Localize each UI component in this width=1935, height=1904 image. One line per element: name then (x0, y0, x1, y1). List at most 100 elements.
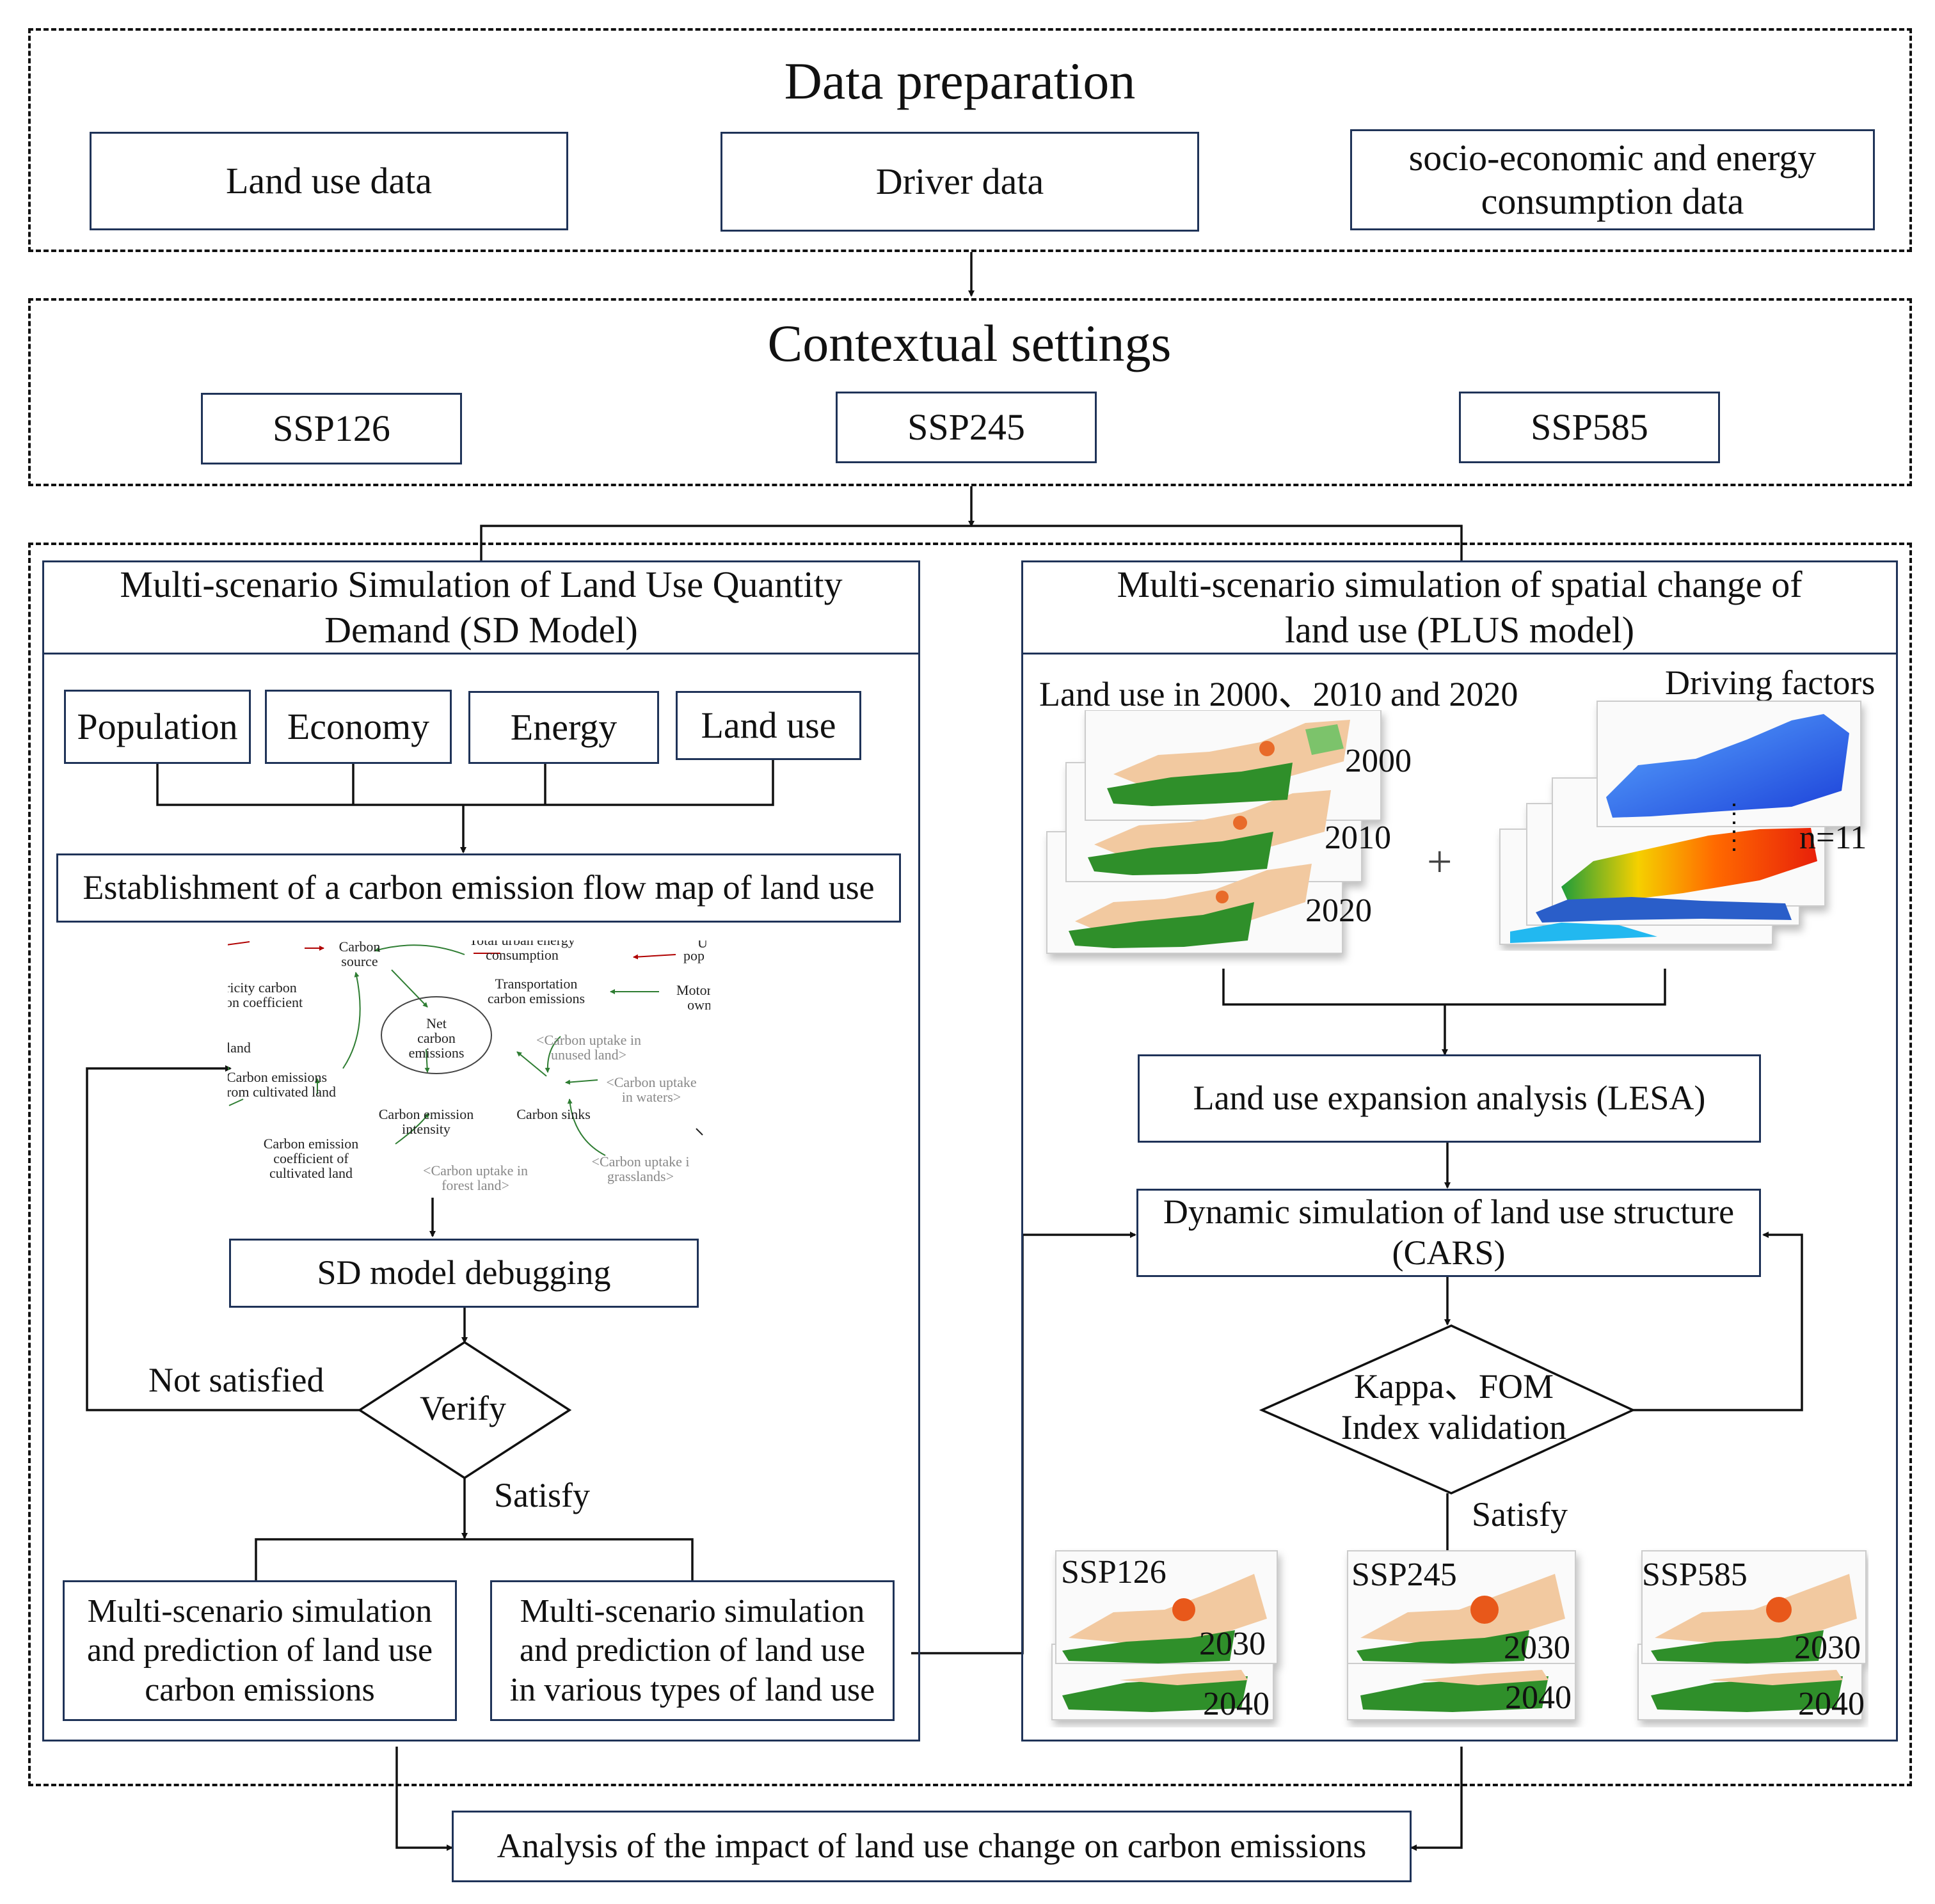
emission-cultivated-l2: rom cultivated land (228, 1084, 337, 1100)
out1-l2: and prediction of land use (86, 1632, 433, 1669)
sd-title-line1: Multi-scenario Simulation of Land Use Qu… (120, 563, 843, 605)
carbon-source-node: Carbon source (328, 940, 392, 969)
socio-label-line1: socio-economic and energy (1408, 136, 1817, 178)
net-carbon-ellipse (381, 996, 492, 1074)
data-preparation-group (28, 28, 1912, 252)
coefficient-l1: Carbon emission (263, 1136, 359, 1152)
carbon-emissions-output-box: Multi-scenario simulation and prediction… (63, 1580, 457, 1721)
establishment-label: Establishment of a carbon emission flow … (83, 868, 875, 907)
kappa-l1: Kappa、FOM (1354, 1367, 1554, 1406)
year-2020-label: 2020 (1305, 892, 1372, 929)
cars-l2: (CARS) (1392, 1234, 1506, 1272)
total-urban-l1: Total urban energy (452, 940, 593, 948)
plus-panel-title: Multi-scenario simulation of spatial cha… (1023, 562, 1896, 654)
plus-title-line1: Multi-scenario simulation of spatial cha… (1117, 563, 1803, 605)
motor-node: Motor own (660, 983, 710, 1012)
lesa-label: Land use expansion analysis (LESA) (1193, 1079, 1706, 1118)
scenario-ssp245-label: SSP245 (1351, 1557, 1457, 1593)
scenario-ssp126-label: SSP126 (1061, 1554, 1167, 1591)
out1-l1: Multi-scenario simulation (87, 1592, 433, 1630)
contextual-settings-group (28, 298, 1912, 486)
transportation-l1: Transportation (495, 976, 578, 992)
land-use-driver-label: Land use (701, 704, 836, 746)
plus-model-panel: Multi-scenario simulation of spatial cha… (1021, 560, 1898, 1741)
driver-data-label: Driver data (875, 160, 1044, 202)
coefficient-l3: cultivated land (269, 1165, 353, 1182)
scenario-maps (1051, 1550, 1867, 1720)
uptake-unused-node: <Carbon uptake in unused land> (506, 1033, 672, 1062)
cars-l1: Dynamic simulation of land use structure (1163, 1193, 1735, 1232)
driving-factors-stack (1499, 701, 1861, 945)
verify-label: Verify (420, 1389, 506, 1427)
land-fragment: land (228, 1040, 251, 1056)
emission-cultivated-l1: Carbon emissions (228, 1069, 328, 1085)
map-2020-terrain (1069, 864, 1312, 948)
uptake-grass-node: <Carbon uptake i grasslands> (567, 1154, 710, 1184)
emission-cultivated-node: Carbon emissions rom cultivated land (228, 1070, 336, 1099)
electricity-node: ricity carbon on coefficient (228, 980, 303, 1010)
uptake-forest-l1: <Carbon uptake in (423, 1162, 528, 1178)
uptake-unused-l1: <Carbon uptake in (536, 1032, 641, 1048)
map-2010-terrain (1088, 790, 1331, 875)
land-use-data-label: Land use data (225, 159, 433, 202)
ssp585-terrain (1651, 1574, 1857, 1712)
motor-l2: own (687, 997, 710, 1013)
uptake-forest-l2: forest land> (442, 1177, 509, 1194)
simulation-group (28, 543, 1912, 1786)
factor-blue-strip-3 (1536, 897, 1792, 923)
uptake-waters-l2: in waters> (621, 1089, 681, 1106)
population-box: Population (64, 690, 251, 764)
final-analysis-label: Analysis of the impact of land use chang… (497, 1827, 1367, 1866)
data-preparation-title: Data preparation (784, 52, 1136, 110)
kappa-label: Kappa、FOM Index validation (1326, 1367, 1582, 1448)
socio-label-line2: consumption data (1481, 180, 1744, 222)
land-use-data-box: Land use data (90, 132, 568, 230)
electricity-l2: on coefficient (228, 994, 303, 1011)
ssp585-label: SSP585 (1531, 406, 1648, 448)
kappa-diamond (1259, 1324, 1636, 1495)
uptake-unused-l2: unused land> (550, 1047, 627, 1063)
plus-satisfy-label: Satisfy (1472, 1495, 1568, 1534)
electricity-l1: ricity carbon (228, 980, 297, 996)
intensity-l2: intensity (402, 1121, 450, 1138)
ssp126-2040-label: 2040 (1203, 1686, 1270, 1722)
cars-box: Dynamic simulation of land use structure… (1136, 1189, 1761, 1277)
out2-l3: in various types of land use (509, 1671, 875, 1708)
net-carbon-l3: emissions (408, 1045, 465, 1061)
net-carbon-l2: carbon (417, 1030, 456, 1047)
carbon-sinks-node: Carbon sinks (516, 1106, 591, 1122)
kappa-l2: Index validation (1341, 1408, 1567, 1447)
land-use-map-stack (1046, 710, 1382, 954)
uptake-forest-node: <Carbon uptake in forest land> (395, 1163, 555, 1193)
total-urban-node: Total urban energy consumption (452, 940, 593, 962)
ssp245-terrain (1357, 1574, 1565, 1712)
uptake-waters-node: <Carbon uptake in waters> (581, 1075, 710, 1104)
economy-box: Economy (265, 690, 452, 764)
u-fragment: U (697, 940, 708, 951)
sd-satisfy-label: Satisfy (494, 1476, 591, 1514)
energy-label: Energy (510, 706, 617, 748)
factor-blue-map (1606, 714, 1849, 818)
motor-l1: Motor (676, 982, 710, 998)
verify-diamond (357, 1340, 572, 1480)
year-2010-label: 2010 (1325, 820, 1391, 856)
pop-fragment: pop (683, 948, 705, 964)
ssp245-box: SSP245 (836, 392, 1097, 463)
carbon-flow-map: Carbon source Total urban energy consump… (228, 940, 710, 1196)
ssp245-label: SSP245 (907, 406, 1025, 448)
coefficient-l2: coefficient of (273, 1150, 349, 1167)
ssp585-2030-label: 2030 (1794, 1630, 1861, 1666)
not-satisfied-label: Not satisfied (148, 1361, 324, 1399)
coefficient-node: Carbon emission coefficient of cultivate… (228, 1136, 394, 1180)
uptake-waters-l1: <Carbon uptake (606, 1074, 697, 1090)
transportation-node: Transportation carbon emissions (466, 976, 607, 1006)
land-use-years-label: Land use in 2000、2010 and 2020 (1039, 675, 1518, 713)
net-carbon-l1: Net (426, 1015, 447, 1031)
year-2000-label: 2000 (1345, 743, 1412, 779)
carbon-source-l2: source (341, 953, 378, 970)
economy-label: Economy (287, 705, 430, 747)
driver-data-box: Driver data (721, 132, 1199, 232)
land-use-types-output-box: Multi-scenario simulation and prediction… (490, 1580, 895, 1721)
out2-l2: and prediction of land use (519, 1632, 866, 1669)
